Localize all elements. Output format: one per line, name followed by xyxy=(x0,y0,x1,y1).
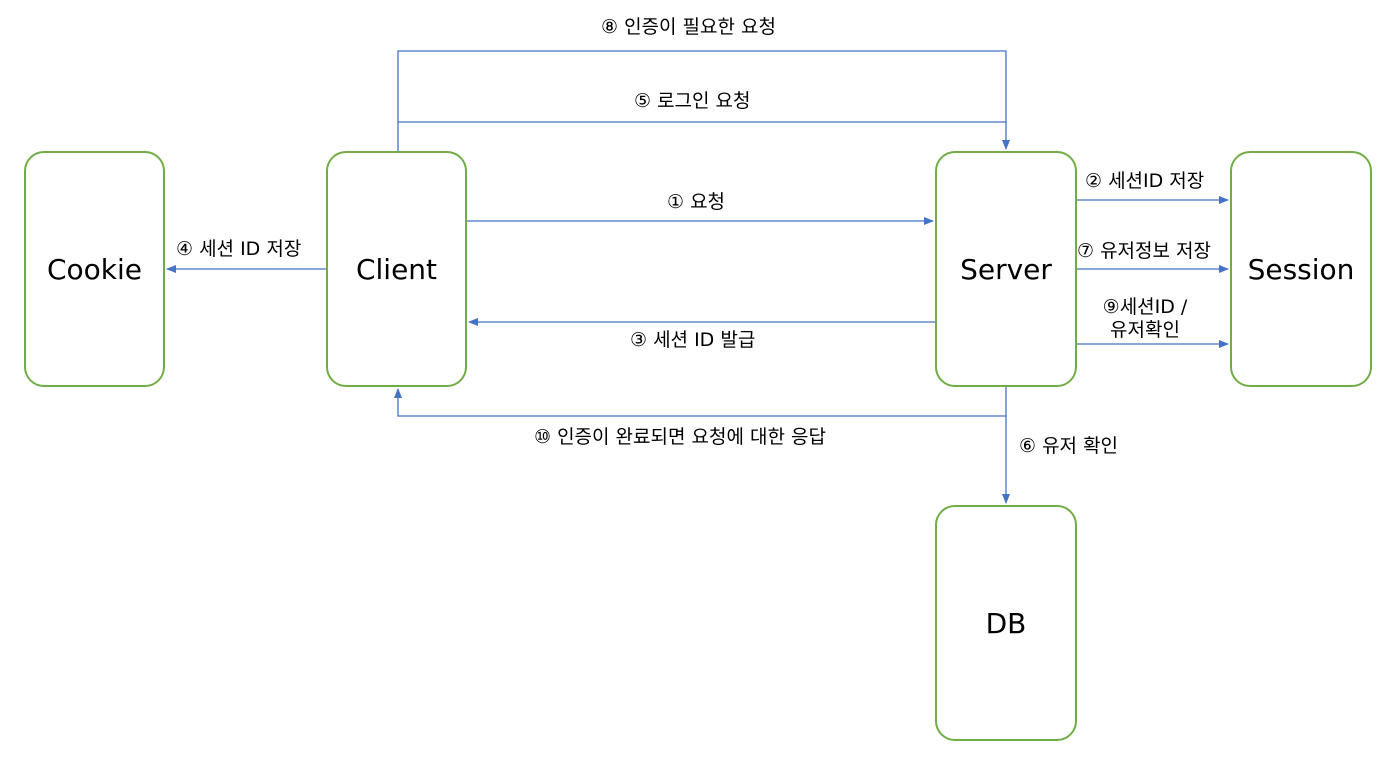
edge-label-3: ③ 세션 ID 발급 xyxy=(630,329,756,351)
client-node-label: Client xyxy=(355,252,438,286)
edge-label-4: ④ 세션 ID 저장 xyxy=(176,238,302,260)
session-node: Session xyxy=(1230,151,1372,387)
edge-label-9-line2: 유저확인 xyxy=(1110,319,1180,341)
edge-label-5: ⑤ 로그인 요청 xyxy=(634,90,751,112)
edge-label-7: ⑦ 유저정보 저장 xyxy=(1077,240,1211,262)
server-node: Server xyxy=(935,151,1077,387)
edge-label-2: ② 세션ID 저장 xyxy=(1085,170,1205,192)
server-node-label: Server xyxy=(960,252,1052,286)
db-node-label: DB xyxy=(985,606,1027,640)
edge-label-9: ⑨세션ID / 유저확인 xyxy=(1080,296,1210,342)
db-node: DB xyxy=(935,505,1077,741)
edge-label-9-line1: ⑨세션ID / xyxy=(1102,296,1188,318)
session-node-label: Session xyxy=(1247,252,1355,286)
edge-label-8: ⑧ 인증이 필요한 요청 xyxy=(601,16,776,38)
client-node: Client xyxy=(326,151,467,387)
cookie-node: Cookie xyxy=(24,151,165,387)
cookie-node-label: Cookie xyxy=(46,252,143,286)
edge-label-10: ⑩ 인증이 완료되면 요청에 대한 응답 xyxy=(534,426,826,448)
arrow-8-auth-request xyxy=(397,50,1010,151)
arrow-10-response xyxy=(394,387,1007,417)
edge-label-1: ① 요청 xyxy=(667,191,726,213)
edge-label-6: ⑥ 유저 확인 xyxy=(1019,435,1119,457)
